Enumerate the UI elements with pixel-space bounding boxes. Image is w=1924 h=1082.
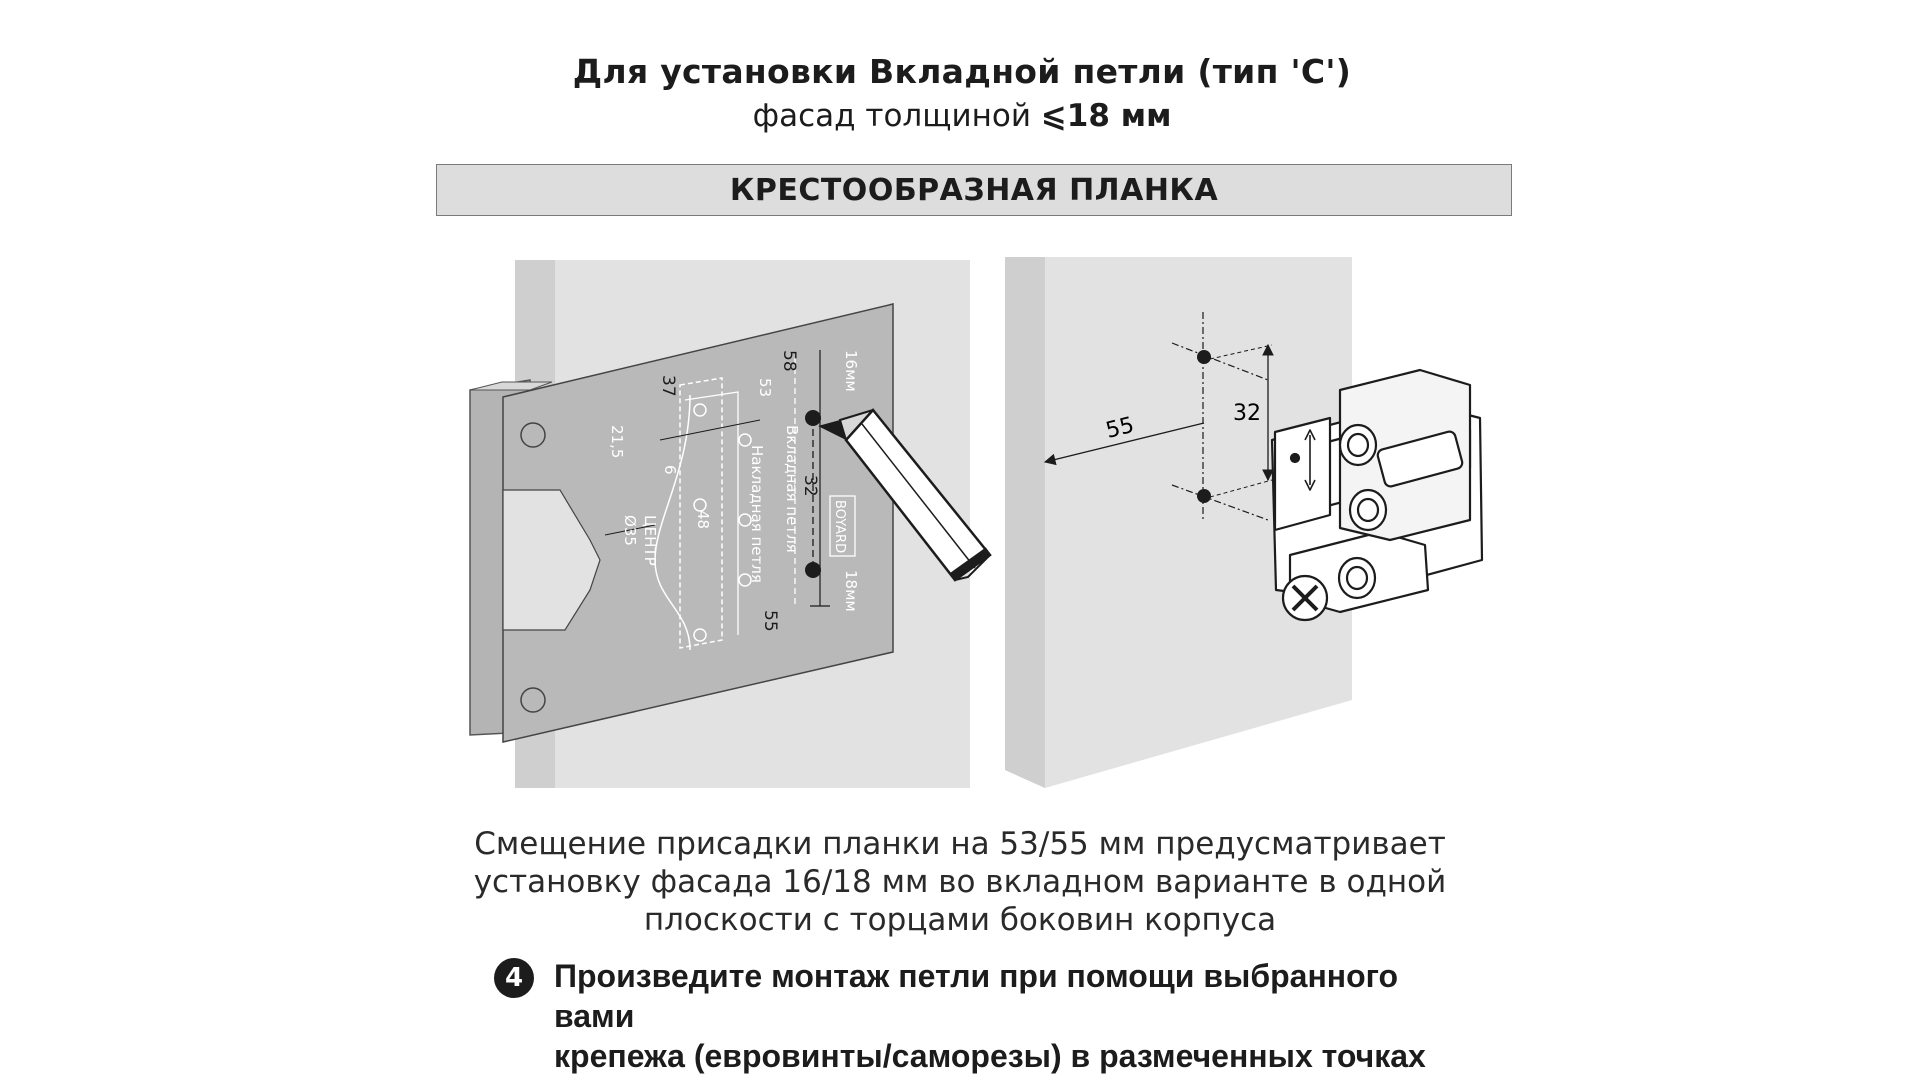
- label-53: 53: [756, 378, 774, 397]
- drill-point-bottom: [805, 562, 821, 578]
- template-mark-4: [738, 433, 752, 447]
- page-subtitle: фасад толщиной ⩽18 мм: [0, 98, 1924, 134]
- template-mark-2: [693, 498, 707, 512]
- template-mark-3: [693, 628, 707, 642]
- label-6: 6: [661, 465, 679, 475]
- right-panel-edge: [1005, 257, 1045, 788]
- description-line-1: Смещение присадки планки на 53/55 мм пре…: [474, 826, 1446, 862]
- template-hole-top: [520, 422, 546, 448]
- page-title: Для установки Вкладной петли (тип 'C'): [572, 52, 1352, 91]
- right-figure: 55 32: [1005, 257, 1484, 788]
- label-18mm: 18мм: [842, 570, 860, 612]
- mount-drill-point-top: [1197, 350, 1211, 364]
- template-guide-slot: [679, 377, 723, 649]
- pencil-icon: [818, 408, 992, 582]
- label-brand: BOYARD: [832, 500, 847, 553]
- template-center-arc: [654, 394, 691, 651]
- step-instruction: 4 Произведите монтаж петли при помощи вы…: [494, 956, 1484, 1076]
- label-32: 32: [800, 475, 820, 497]
- label-55: 55: [760, 610, 780, 632]
- description-line-2: установку фасада 16/18 мм во вкладном ва…: [473, 864, 1447, 900]
- step-text: Произведите монтаж петли при помощи выбр…: [554, 956, 1484, 1076]
- hinge-screw-icons: [1281, 423, 1388, 622]
- template-mark-1: [693, 403, 707, 417]
- label-48: 48: [694, 510, 712, 529]
- label-16mm: 16мм: [842, 350, 860, 392]
- dim-55-line: [1043, 422, 1205, 466]
- step-text-line-1: Произведите монтаж петли при помощи выбр…: [554, 958, 1399, 1034]
- step-number-badge: 4: [494, 958, 534, 998]
- label-37: 37: [658, 375, 678, 397]
- mount-drill-point-bottom: [1197, 489, 1211, 503]
- template-mark-6: [738, 573, 752, 587]
- subtitle-value: ⩽18 мм: [1040, 98, 1172, 134]
- template-top-lip: [469, 381, 553, 391]
- step-text-line-2: крепежа (евровинты/саморезы) в размеченн…: [554, 1038, 1426, 1074]
- subtitle-prefix: фасад толщиной: [752, 98, 1041, 134]
- label-center: ЦЕНТР: [641, 515, 659, 566]
- template-brand-box: [829, 495, 856, 557]
- template-mark-5: [738, 513, 752, 527]
- label-21-5: 21,5: [608, 425, 626, 458]
- template-guide-line: [684, 391, 739, 635]
- left-figure: 16мм 18мм 58 53 37 21,5 6 48 32 55 ЦЕНТР…: [469, 260, 992, 788]
- section-banner: КРЕСТООБРАЗНАЯ ПЛАНКА: [436, 164, 1512, 216]
- dim-32-label: 32: [1233, 401, 1261, 426]
- description: Смещение присадки планки на 53/55 мм пре…: [470, 825, 1450, 939]
- label-overlay-hinge: Накладная петля: [748, 445, 766, 583]
- label-diameter: Ø35: [621, 515, 639, 546]
- label-58: 58: [779, 350, 799, 372]
- template-notch: [502, 489, 601, 631]
- description-line-3: плоскости с торцами боковин корпуса: [643, 902, 1277, 938]
- label-inset-hinge: Вкладная петля: [783, 425, 801, 553]
- template-hole-bottom: [520, 687, 546, 713]
